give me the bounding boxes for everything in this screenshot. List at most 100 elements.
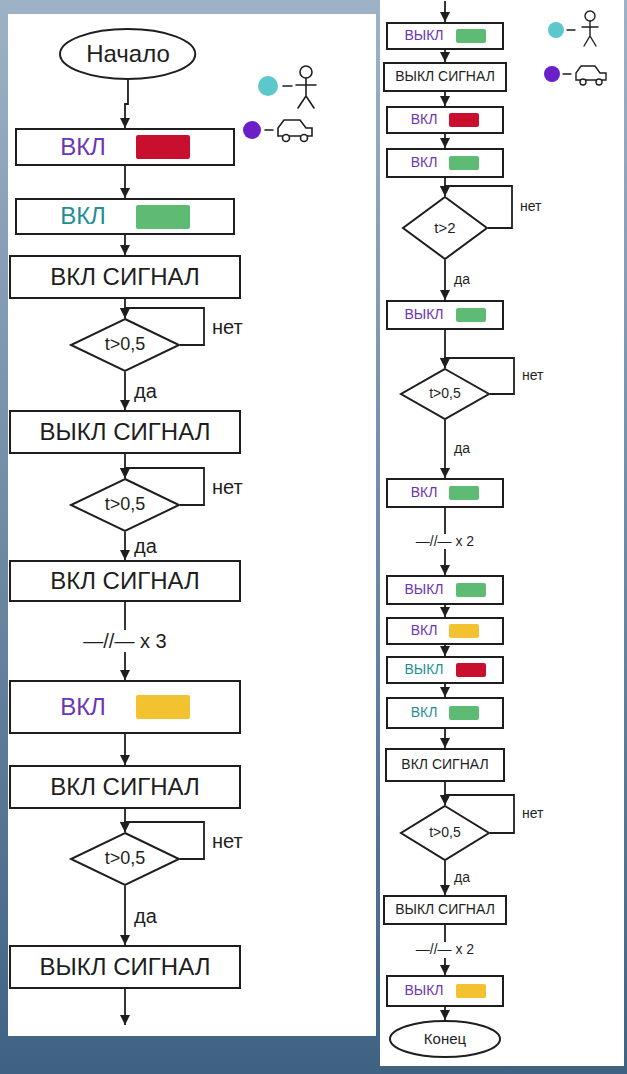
pedestrian-key: [258, 66, 316, 108]
dash: [563, 73, 571, 74]
car-key: [544, 66, 606, 85]
car-wheel: [580, 79, 586, 85]
decision-diamond: t>2: [402, 196, 488, 260]
teal-dot: [548, 22, 564, 38]
node-text: ВЫКЛ СИГНАЛ: [40, 954, 211, 980]
color-swatch: [456, 29, 486, 43]
car-icon: [278, 120, 312, 136]
diamond-shape: [71, 479, 179, 531]
edge-label: нет: [209, 316, 246, 338]
node-text: t>0,5: [105, 849, 146, 869]
process-box: ВЫКЛ: [386, 300, 504, 330]
color-swatch: [449, 156, 479, 170]
decision-diamond: t>0,5: [400, 805, 490, 861]
edge-label: да: [451, 441, 473, 456]
person-head: [300, 66, 312, 78]
purple-dot: [544, 66, 560, 82]
color-swatch: [456, 663, 486, 677]
edge-label: нет: [517, 199, 544, 214]
color-swatch: [456, 984, 486, 998]
node-text: ВКЛ: [60, 694, 106, 720]
node-text: Начало: [86, 41, 170, 67]
flow-arrow: [124, 166, 126, 198]
process-box: ВКЛ: [15, 128, 235, 166]
node-text: ВЫКЛ: [404, 983, 443, 998]
flow-arrow: [444, 92, 446, 106]
flow-arrow: [124, 235, 126, 255]
process-box: ВЫКЛ СИГНАЛ: [383, 62, 507, 92]
car-wheel: [283, 135, 290, 142]
color-swatch: [136, 205, 190, 229]
car-key: [243, 120, 312, 142]
oval-shape: [390, 1021, 500, 1057]
flow-arrow: [444, 134, 446, 148]
diamond-shape: [71, 319, 179, 371]
edge-label: —//— x 2: [413, 534, 477, 549]
right-sheet: [380, 0, 624, 1066]
node-text: ВКЛ: [411, 705, 438, 720]
color-swatch: [136, 135, 190, 159]
node-text: ВКЛ СИГНАЛ: [50, 774, 200, 800]
edge-label: нет: [519, 806, 546, 821]
diamond-shape: [403, 197, 487, 259]
node-text: t>2: [434, 220, 455, 237]
edge-label: нет: [209, 830, 246, 852]
purple-dot: [243, 121, 261, 139]
node-text: ВКЛ: [411, 155, 438, 170]
flow-arrow: [444, 50, 446, 62]
node-text: ВЫКЛ СИГНАЛ: [395, 902, 495, 917]
continuation-arrow: [124, 989, 126, 1025]
edge-label: да: [451, 870, 473, 885]
edge-label: —//— x 3: [80, 630, 169, 652]
process-box: ВЫКЛ СИГНАЛ: [9, 945, 241, 989]
edge-label: нет: [519, 368, 546, 383]
process-box: ВКЛ: [386, 106, 504, 134]
diamond-shape: [71, 833, 179, 885]
process-box: ВЫКЛ: [386, 575, 504, 605]
person-icon: [582, 21, 598, 46]
process-box: ВКЛ СИГНАЛ: [385, 748, 505, 782]
edge-layer: [125, 50, 514, 1020]
node-text: ВЫКЛ СИГНАЛ: [40, 419, 211, 445]
flow-arrow: [444, 861, 446, 895]
process-box: ВЫКЛ СИГНАЛ: [383, 895, 507, 925]
process-box: ВКЛ: [386, 697, 504, 729]
node-text: ВКЛ: [60, 203, 106, 229]
node-text: t>0,5: [105, 495, 146, 515]
flow-arrow: [124, 372, 126, 410]
car-wheel: [596, 79, 602, 85]
edge-label: —//— x 2: [413, 942, 477, 957]
node-text: Конец: [424, 1031, 466, 1048]
node-text: ВКЛ: [411, 112, 438, 127]
car-icon: [576, 66, 606, 80]
node-text: t>0,5: [429, 386, 461, 401]
process-box: ВКЛ: [386, 148, 504, 178]
node-text: ВКЛ СИГНАЛ: [401, 757, 488, 772]
node-text: ВКЛ СИГНАЛ: [50, 264, 200, 290]
flow-arrow: [444, 605, 446, 617]
car-wheel: [301, 135, 308, 142]
color-swatch: [449, 706, 479, 720]
edge-label: да: [131, 380, 160, 402]
color-swatch: [136, 695, 190, 719]
edge-label: да: [131, 905, 160, 927]
dash: [265, 129, 273, 131]
person-icon: [296, 78, 316, 108]
flow-arrow: [444, 420, 446, 478]
node-text: ВКЛ: [411, 623, 438, 638]
flow-arrow: [444, 729, 446, 748]
terminal-oval: Конец: [389, 1020, 501, 1058]
oval-shape: [60, 29, 195, 79]
flow-arrow: [124, 734, 126, 765]
process-box: ВЫКЛ: [386, 22, 504, 50]
edge-label: да: [131, 535, 160, 557]
process-box: ВКЛ СИГНАЛ: [9, 255, 241, 299]
node-text: ВЫКЛ: [404, 662, 443, 677]
diamond-shape: [401, 369, 489, 419]
edge-label: нет: [209, 476, 246, 498]
color-swatch: [456, 583, 486, 597]
flow-arrow: [444, 260, 446, 300]
node-text: ВКЛ: [60, 134, 106, 160]
